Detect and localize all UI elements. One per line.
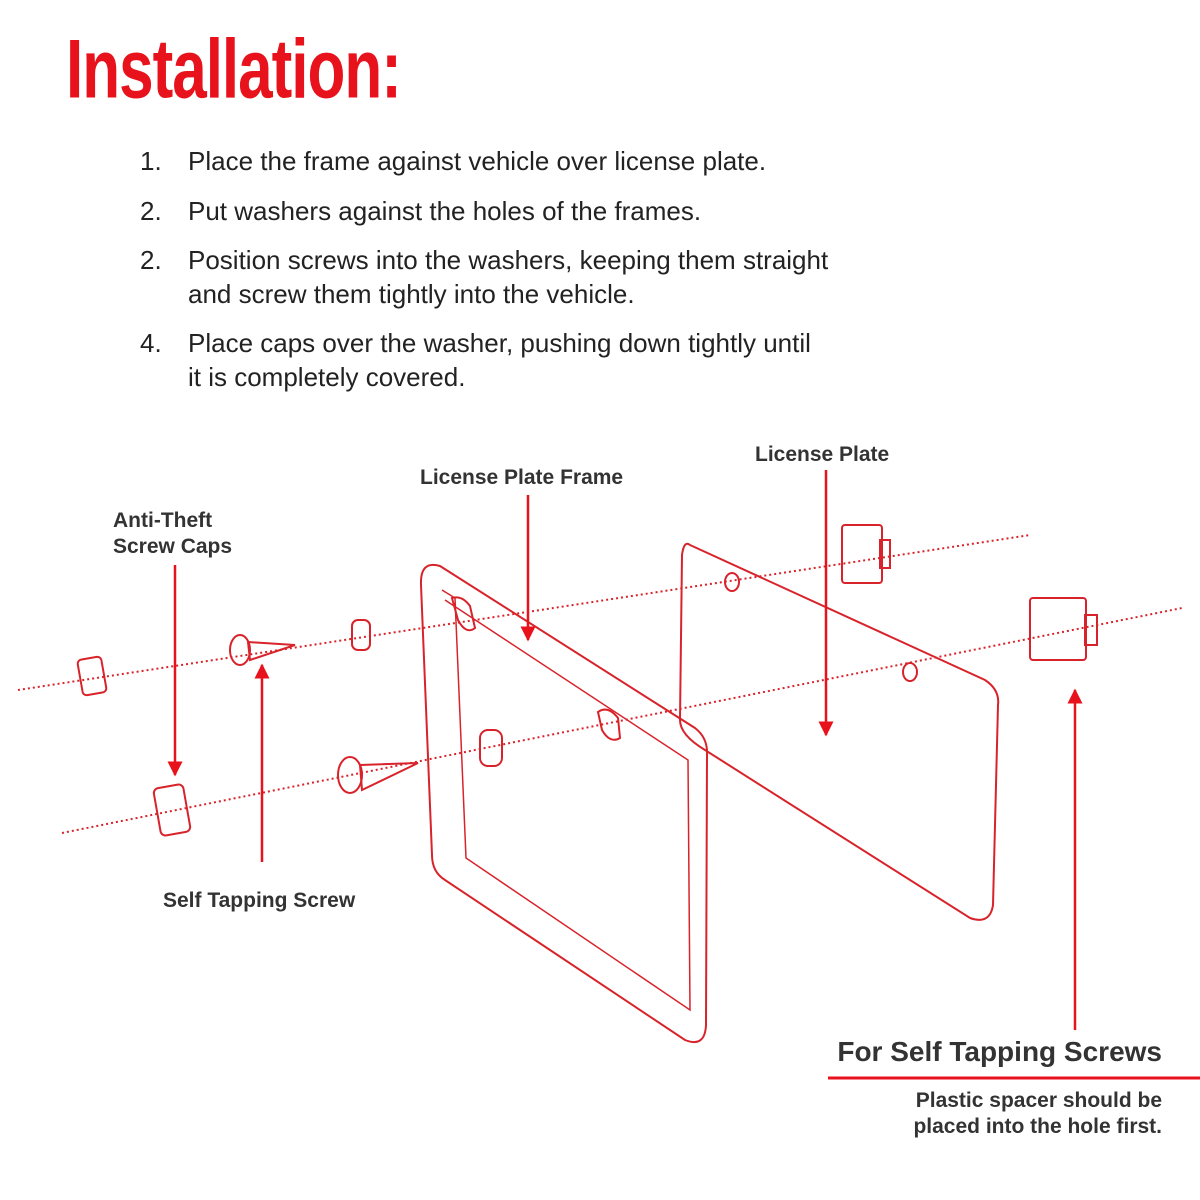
axis-line-upper	[17, 534, 1031, 691]
washer-lower	[479, 729, 503, 767]
step-text: and screw them tightly into the vehicle.	[188, 279, 635, 309]
step-number: 2.	[140, 196, 162, 226]
screw-lower	[337, 756, 419, 794]
license-plate-frame	[419, 563, 709, 1044]
step-text: it is completely covered.	[188, 362, 466, 392]
screw-upper	[229, 634, 296, 666]
washer-upper	[351, 619, 371, 651]
step-text: Place caps over the washer, pushing down…	[188, 328, 811, 358]
spacer-upper	[841, 524, 891, 584]
step-3: 2. Position screws into the washers, keep…	[140, 243, 828, 311]
step-number: 1.	[140, 146, 162, 176]
step-text: Position screws into the washers, keepin…	[188, 245, 829, 275]
screw-cap-upper	[76, 655, 108, 697]
step-number: 2.	[140, 245, 162, 275]
label-frame: License Plate Frame	[420, 466, 624, 489]
label-plate: License Plate	[755, 443, 890, 466]
page-title: Installation:	[66, 23, 402, 117]
axis-line-lower	[61, 607, 1183, 834]
step-text: Place the frame against vehicle over lic…	[188, 146, 767, 176]
step-1: 1. Place the frame against vehicle over l…	[140, 144, 766, 178]
step-4: 4. Place caps over the washer, pushing do…	[140, 326, 811, 394]
step-text: Put washers against the holes of the fra…	[188, 196, 702, 226]
label-screw: Self Tapping Screw	[163, 889, 356, 912]
note-title: For Self Tapping Screws	[837, 1036, 1162, 1067]
step-2: 2. Put washers against the holes of the f…	[140, 194, 701, 228]
spacer-lower	[1029, 597, 1098, 661]
step-number: 4.	[140, 328, 162, 358]
license-plate	[678, 542, 1000, 921]
screw-cap-lower	[152, 783, 192, 837]
